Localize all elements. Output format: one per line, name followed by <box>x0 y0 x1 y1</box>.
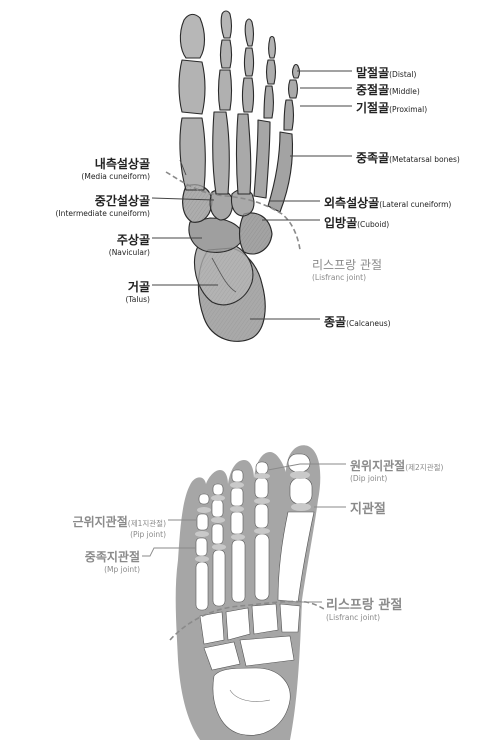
label-pip-en: (제1지관절) <box>128 519 166 528</box>
label-calcaneus-en: (Calcaneus) <box>346 319 391 328</box>
label-talus-ko: 거골 <box>128 280 150 294</box>
label-dip-en: (제2지관절) <box>405 463 443 472</box>
label-pip-ko: 근위지관절 <box>73 515 128 529</box>
label-medial-cuneiform: 내측설상골 (Media cuneiform) <box>81 155 150 181</box>
label-lisfranc-bottom-sub: (Lisfranc joint) <box>326 614 402 622</box>
label-middle-ko: 중절골 <box>356 83 389 97</box>
foot-skeleton-plantar-illustration <box>176 445 321 740</box>
label-lisfranc-bottom-ko: 리스프랑 관절 <box>326 598 402 613</box>
label-lisfranc-top: 리스프랑 관절 (Lisfranc joint) <box>312 256 382 282</box>
label-intermediate-cuneiform-ko: 중간설상골 <box>95 194 150 208</box>
label-lateral-cuneiform: 외측설상골(Lateral cuneiform) <box>324 194 451 210</box>
label-talus-en: (Talus) <box>125 296 150 304</box>
label-cuboid: 입방골(Cuboid) <box>324 214 389 230</box>
label-metatarsal-en: (Metatarsal bones) <box>389 155 460 164</box>
label-distal-en: (Distal) <box>389 70 416 79</box>
label-lisfranc-bottom: 리스프랑 관절 (Lisfranc joint) <box>326 596 402 622</box>
label-dip-sub: (Dip joint) <box>350 475 443 483</box>
label-metatarsal: 중족골(Metatarsal bones) <box>356 149 460 165</box>
label-lateral-cuneiform-ko: 외측설상골 <box>324 196 379 210</box>
label-mp-ko: 중족지관절 <box>85 550 140 564</box>
label-pip-sub: (Pip joint) <box>73 531 166 539</box>
label-lateral-cuneiform-en: (Lateral cuneiform) <box>379 200 451 209</box>
label-intermediate-cuneiform: 중간설상골 (Intermediate cuneiform) <box>56 192 150 218</box>
label-calcaneus: 종골(Calcaneus) <box>324 313 391 329</box>
label-distal: 말절골(Distal) <box>356 64 416 80</box>
label-navicular-en: (Navicular) <box>109 249 150 257</box>
foot-skeleton-dorsal-illustration <box>179 11 300 341</box>
label-distal-ko: 말절골 <box>356 66 389 80</box>
label-cuboid-ko: 입방골 <box>324 216 357 230</box>
label-proximal-en: (Proximal) <box>389 105 427 114</box>
label-mp-joint: 중족지관절 (Mp joint) <box>85 548 140 574</box>
label-navicular: 주상골 (Navicular) <box>109 231 150 257</box>
label-talus: 거골 (Talus) <box>125 278 150 304</box>
label-dip-ko: 원위지관절 <box>350 459 405 473</box>
label-pip-joint: 근위지관절(제1지관절) (Pip joint) <box>73 513 166 539</box>
label-lisfranc-top-ko: 리스프랑 관절 <box>312 258 382 272</box>
label-middle: 중절골(Middle) <box>356 81 420 97</box>
label-medial-cuneiform-en: (Media cuneiform) <box>81 173 150 181</box>
label-metatarsal-ko: 중족골 <box>356 151 389 165</box>
label-navicular-ko: 주상골 <box>117 233 150 247</box>
label-proximal: 기절골(Proximal) <box>356 99 427 115</box>
label-lisfranc-top-en: (Lisfranc joint) <box>312 274 382 282</box>
label-intermediate-cuneiform-en: (Intermediate cuneiform) <box>56 210 150 218</box>
label-medial-cuneiform-ko: 내측설상골 <box>95 157 150 171</box>
label-toe-joint: 지관절 <box>350 500 386 516</box>
label-middle-en: (Middle) <box>389 87 420 96</box>
label-mp-sub: (Mp joint) <box>85 566 140 574</box>
label-proximal-ko: 기절골 <box>356 101 389 115</box>
label-cuboid-en: (Cuboid) <box>357 220 389 229</box>
label-calcaneus-ko: 종골 <box>324 315 346 329</box>
label-toe-joint-ko: 지관절 <box>350 502 386 517</box>
label-dip-joint: 원위지관절(제2지관절) (Dip joint) <box>350 457 443 483</box>
